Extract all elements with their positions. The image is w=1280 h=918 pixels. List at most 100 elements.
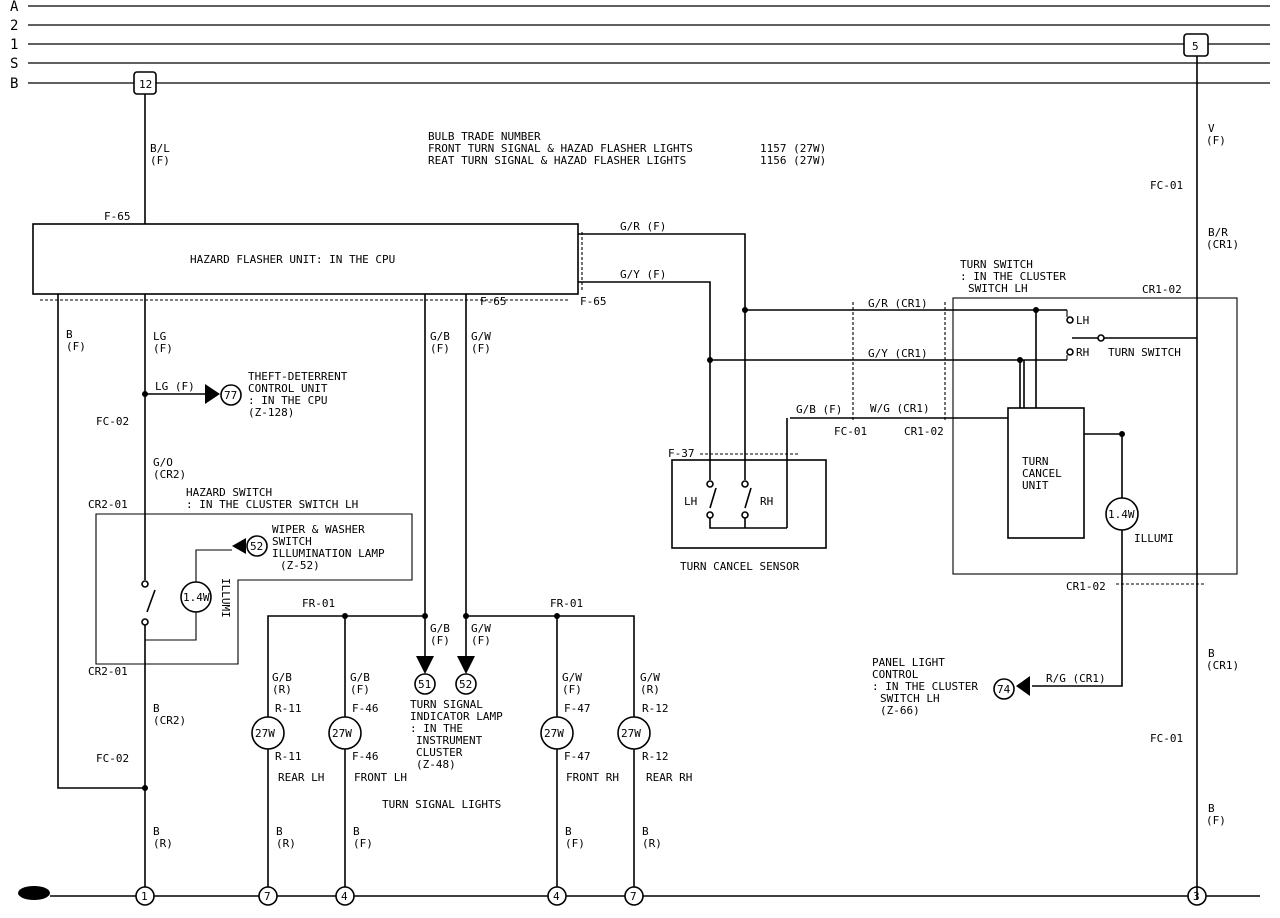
wiper-line3: ILLUMINATION LAMP — [272, 547, 385, 560]
indicator-52-circle — [455, 673, 477, 695]
ground-4a — [335, 886, 355, 906]
wire-g-r-f — [578, 233, 945, 311]
bulb-rear-rh — [617, 716, 651, 750]
hazard-flasher-unit — [32, 223, 579, 295]
sensor-rh-contact-top — [741, 480, 749, 488]
sensor-rh-label: RH — [760, 495, 773, 508]
b-r-label: B/R — [1208, 226, 1228, 239]
fc01-mid-label: FC-01 — [834, 425, 867, 438]
power-buses: A 2 1 S B — [10, 0, 1270, 92]
bulb-front-rh-label: 27W — [544, 727, 564, 740]
sensor-lh-blade — [709, 487, 717, 509]
rear-lh-b: B — [276, 825, 283, 838]
front-rh-label: FRONT RH — [566, 771, 619, 784]
theft-line2: CONTROL UNIT — [248, 382, 328, 395]
rear-rh-b-r: (R) — [642, 837, 662, 850]
ground-1 — [135, 886, 155, 906]
tcu-line1: TURN — [1022, 455, 1049, 468]
sensor-rh-contact-bot — [741, 511, 749, 519]
b-ground-label: B — [153, 825, 160, 838]
g-r-cr1-label: G/R (CR1) — [868, 297, 928, 310]
rear-lh-b-r: (R) — [276, 837, 296, 850]
b-ground-r-label: (R) — [153, 837, 173, 850]
illumi-vertical: ILLUMI — [219, 578, 232, 618]
turn-cancel-sensor — [671, 459, 827, 549]
wiper-num: 52 — [250, 540, 263, 553]
hazard-contact-top — [141, 580, 149, 588]
bulb-rear-rh-label: 27W — [621, 727, 641, 740]
g-o-label: G/O — [153, 456, 173, 469]
b-left-f-label: (F) — [66, 340, 86, 353]
junction-fr01-right — [554, 613, 560, 619]
wiper-line2: SWITCH — [272, 535, 312, 548]
b-right-bottom-f-label: (F) — [1206, 814, 1226, 827]
fr01-left-label: FR-01 — [302, 597, 335, 610]
sensor-lh-contact-bot — [706, 511, 714, 519]
ground-7b — [624, 886, 644, 906]
junction-g-w — [463, 613, 469, 619]
theft-line4: (Z-128) — [248, 406, 294, 419]
junction-fr01-left — [342, 613, 348, 619]
bulb-rear-label: REAT TURN SIGNAL & HAZAD FLASHER LIGHTS — [428, 154, 686, 167]
lg-f-label: (F) — [153, 342, 173, 355]
b-left-label: B — [66, 328, 73, 341]
wire-sensor-return — [709, 518, 787, 529]
b-cr2-label: B — [153, 702, 160, 715]
wiper-line4: (Z-52) — [280, 559, 320, 572]
r-g-cr1-label: R/G (CR1) — [1046, 672, 1106, 685]
bulb-rear-value: 1156 (27W) — [760, 154, 826, 167]
front-rh-g-w: G/W — [562, 671, 582, 684]
cr1-02-top-label: CR1-02 — [1142, 283, 1182, 296]
front-lh-g-b: G/B — [350, 671, 370, 684]
sensor-rh-blade — [744, 487, 752, 509]
ground-7b-label: 7 — [630, 890, 637, 903]
indicator-51-num: 51 — [418, 678, 431, 691]
indicator-line4: INSTRUMENT — [416, 734, 483, 747]
ground-1-label: 1 — [141, 890, 148, 903]
turn-switch-box — [952, 297, 1238, 575]
hazard-flasher-label: HAZARD FLASHER UNIT: IN THE CPU — [190, 253, 395, 266]
lg-f-branch-label: LG (F) — [155, 380, 195, 393]
turn-sw-line3: SWITCH LH — [968, 282, 1028, 295]
rear-rh-g-w: G/W — [640, 671, 660, 684]
fc02-label: FC-02 — [96, 415, 129, 428]
rear-lh-r: (R) — [272, 683, 292, 696]
junction-g-b — [422, 613, 428, 619]
b-r-cr1-label: (CR1) — [1206, 238, 1239, 251]
sensor-lh-contact-top — [706, 480, 714, 488]
bulb-title: BULB TRADE NUMBER — [428, 130, 541, 143]
junction-illumi — [1119, 431, 1125, 437]
tcu-line2: CANCEL — [1022, 467, 1062, 480]
b-right-bottom-label: B — [1208, 802, 1215, 815]
ground-7a-label: 7 — [264, 890, 271, 903]
fc01-bot-label: FC-01 — [1150, 732, 1183, 745]
g-y-f-label: G/Y (F) — [620, 268, 666, 281]
lg-label: LG — [153, 330, 166, 343]
ts-lh-label: LH — [1076, 314, 1089, 327]
indicator-arrow-52 — [457, 656, 475, 674]
wire-illum-top — [195, 549, 232, 582]
hazard-switch-blade — [146, 589, 156, 613]
rear-rh-r: (R) — [640, 683, 660, 696]
f65-right-label: F-65 — [580, 295, 607, 308]
bulb-front-label: FRONT TURN SIGNAL & HAZAD FLASHER LIGHTS — [428, 142, 693, 155]
ground-4a-label: 4 — [341, 890, 348, 903]
bulb-front-value: 1157 (27W) — [760, 142, 826, 155]
indicator-51-circle — [414, 673, 436, 695]
g-y-cr1-label: G/Y (CR1) — [868, 347, 928, 360]
rear-lh-r11-top: R-11 — [275, 702, 302, 715]
bulb-front-rh — [540, 716, 574, 750]
ts-rh-contact — [1066, 348, 1074, 356]
g-o-cr2-label: (CR2) — [153, 468, 186, 481]
g-w-lower-f-label: (F) — [471, 634, 491, 647]
wire-b-left-loop — [57, 294, 145, 789]
cr1-02-bot-label: CR1-02 — [1066, 580, 1106, 593]
front-rh-b-f: (F) — [565, 837, 585, 850]
bulb-front-lh — [328, 716, 362, 750]
junction-b-bottom — [142, 785, 148, 791]
b-l-label: B/L — [150, 142, 170, 155]
f65-top-label: F-65 — [104, 210, 131, 223]
front-rh-b: B — [565, 825, 572, 838]
front-lh-b-f: (F) — [353, 837, 373, 850]
